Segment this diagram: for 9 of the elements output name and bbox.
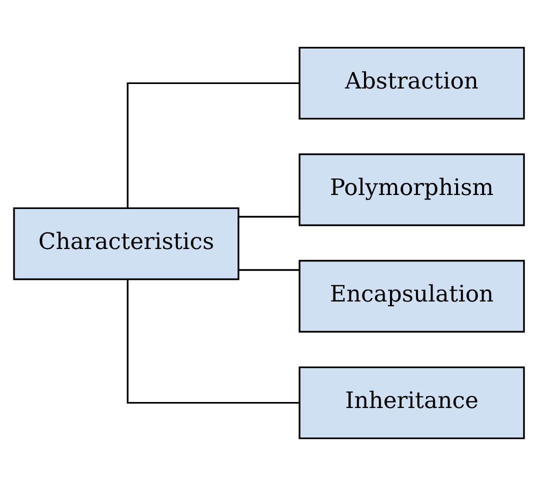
connector	[238, 269, 300, 271]
node-box: Characteristics	[13, 207, 240, 280]
connector	[238, 216, 300, 218]
node-box: Inheritance	[298, 366, 525, 440]
connector	[126, 279, 300, 404]
connector	[126, 82, 300, 208]
node-box: Abstraction	[298, 46, 525, 120]
node-box: Encapsulation	[298, 260, 525, 333]
node-box: Polymorphism	[298, 153, 525, 226]
